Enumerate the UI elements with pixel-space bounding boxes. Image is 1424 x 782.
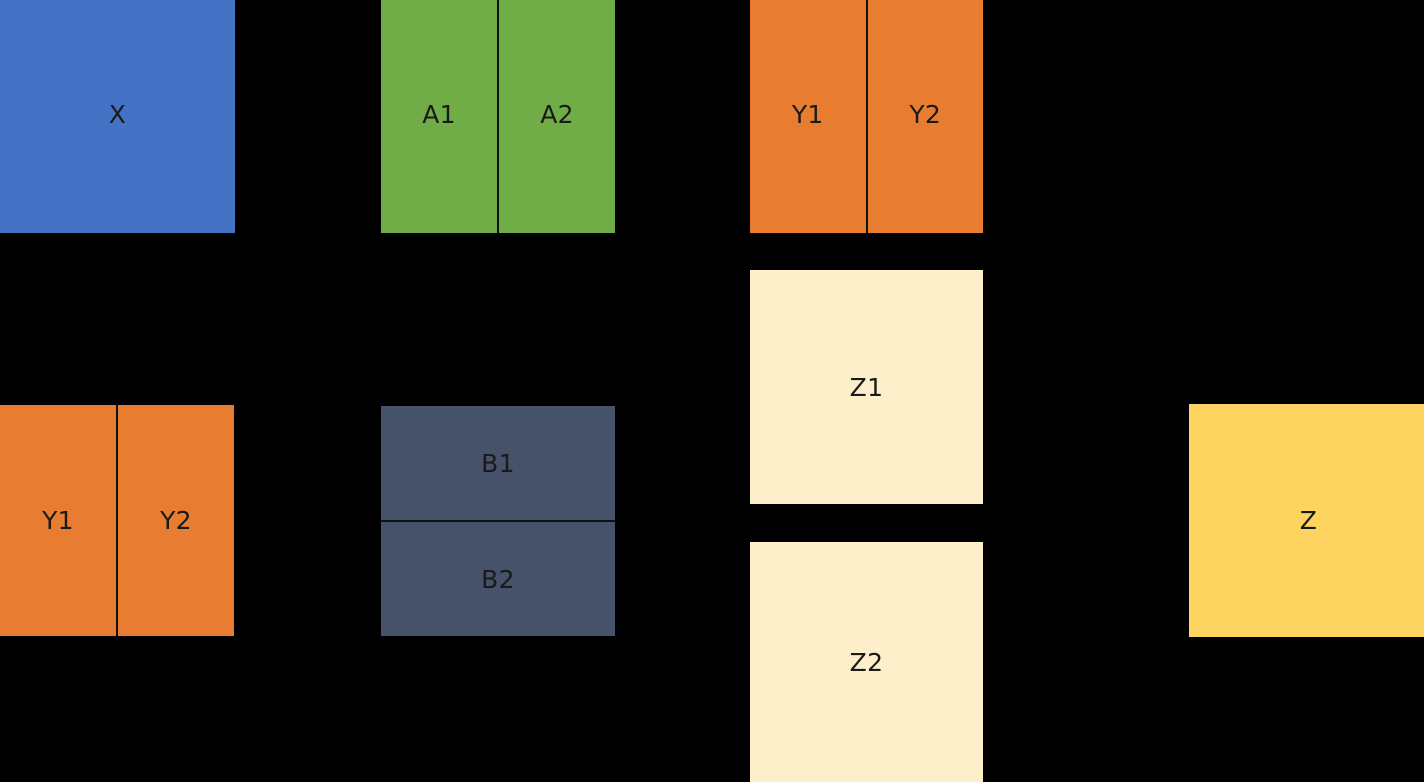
cell-z2-label: Z2 — [849, 647, 884, 677]
block-z1[interactable]: Z1 — [750, 270, 983, 504]
cell-z2[interactable]: Z2 — [750, 542, 983, 782]
cell-a2[interactable]: A2 — [497, 0, 615, 233]
block-y-top[interactable]: Y1 Y2 — [750, 0, 983, 233]
cell-y2-bottom[interactable]: Y2 — [116, 405, 234, 636]
cell-z1[interactable]: Z1 — [750, 270, 983, 504]
cell-a1-label: A1 — [422, 100, 456, 129]
cell-y1-bottom-label: Y1 — [42, 506, 74, 535]
block-x[interactable]: X — [0, 0, 235, 233]
cell-z[interactable]: Z — [1189, 404, 1424, 637]
cell-x[interactable]: X — [0, 0, 235, 233]
cell-z-label: Z — [1299, 506, 1318, 535]
cell-a2-label: A2 — [540, 100, 574, 129]
block-y-bottom[interactable]: Y1 Y2 — [0, 405, 234, 636]
block-z2[interactable]: Z2 — [750, 542, 983, 782]
cell-y1-bottom[interactable]: Y1 — [0, 405, 116, 636]
cell-a1[interactable]: A1 — [381, 0, 497, 233]
cell-y2-top[interactable]: Y2 — [865, 0, 984, 233]
block-a[interactable]: A1 A2 — [381, 0, 615, 233]
cell-x-label: X — [108, 100, 127, 129]
cell-y2-top-label: Y2 — [909, 100, 942, 129]
cell-y1-top[interactable]: Y1 — [750, 0, 866, 233]
cell-b1-label: B1 — [481, 448, 515, 478]
cell-z1-label: Z1 — [849, 372, 884, 402]
cell-b1[interactable]: B1 — [381, 406, 615, 520]
cell-y2-bottom-label: Y2 — [160, 506, 192, 535]
cell-b2-label: B2 — [481, 564, 515, 594]
block-z[interactable]: Z — [1189, 404, 1424, 637]
cell-b2[interactable]: B2 — [381, 520, 615, 636]
cell-y1-top-label: Y1 — [791, 100, 824, 129]
